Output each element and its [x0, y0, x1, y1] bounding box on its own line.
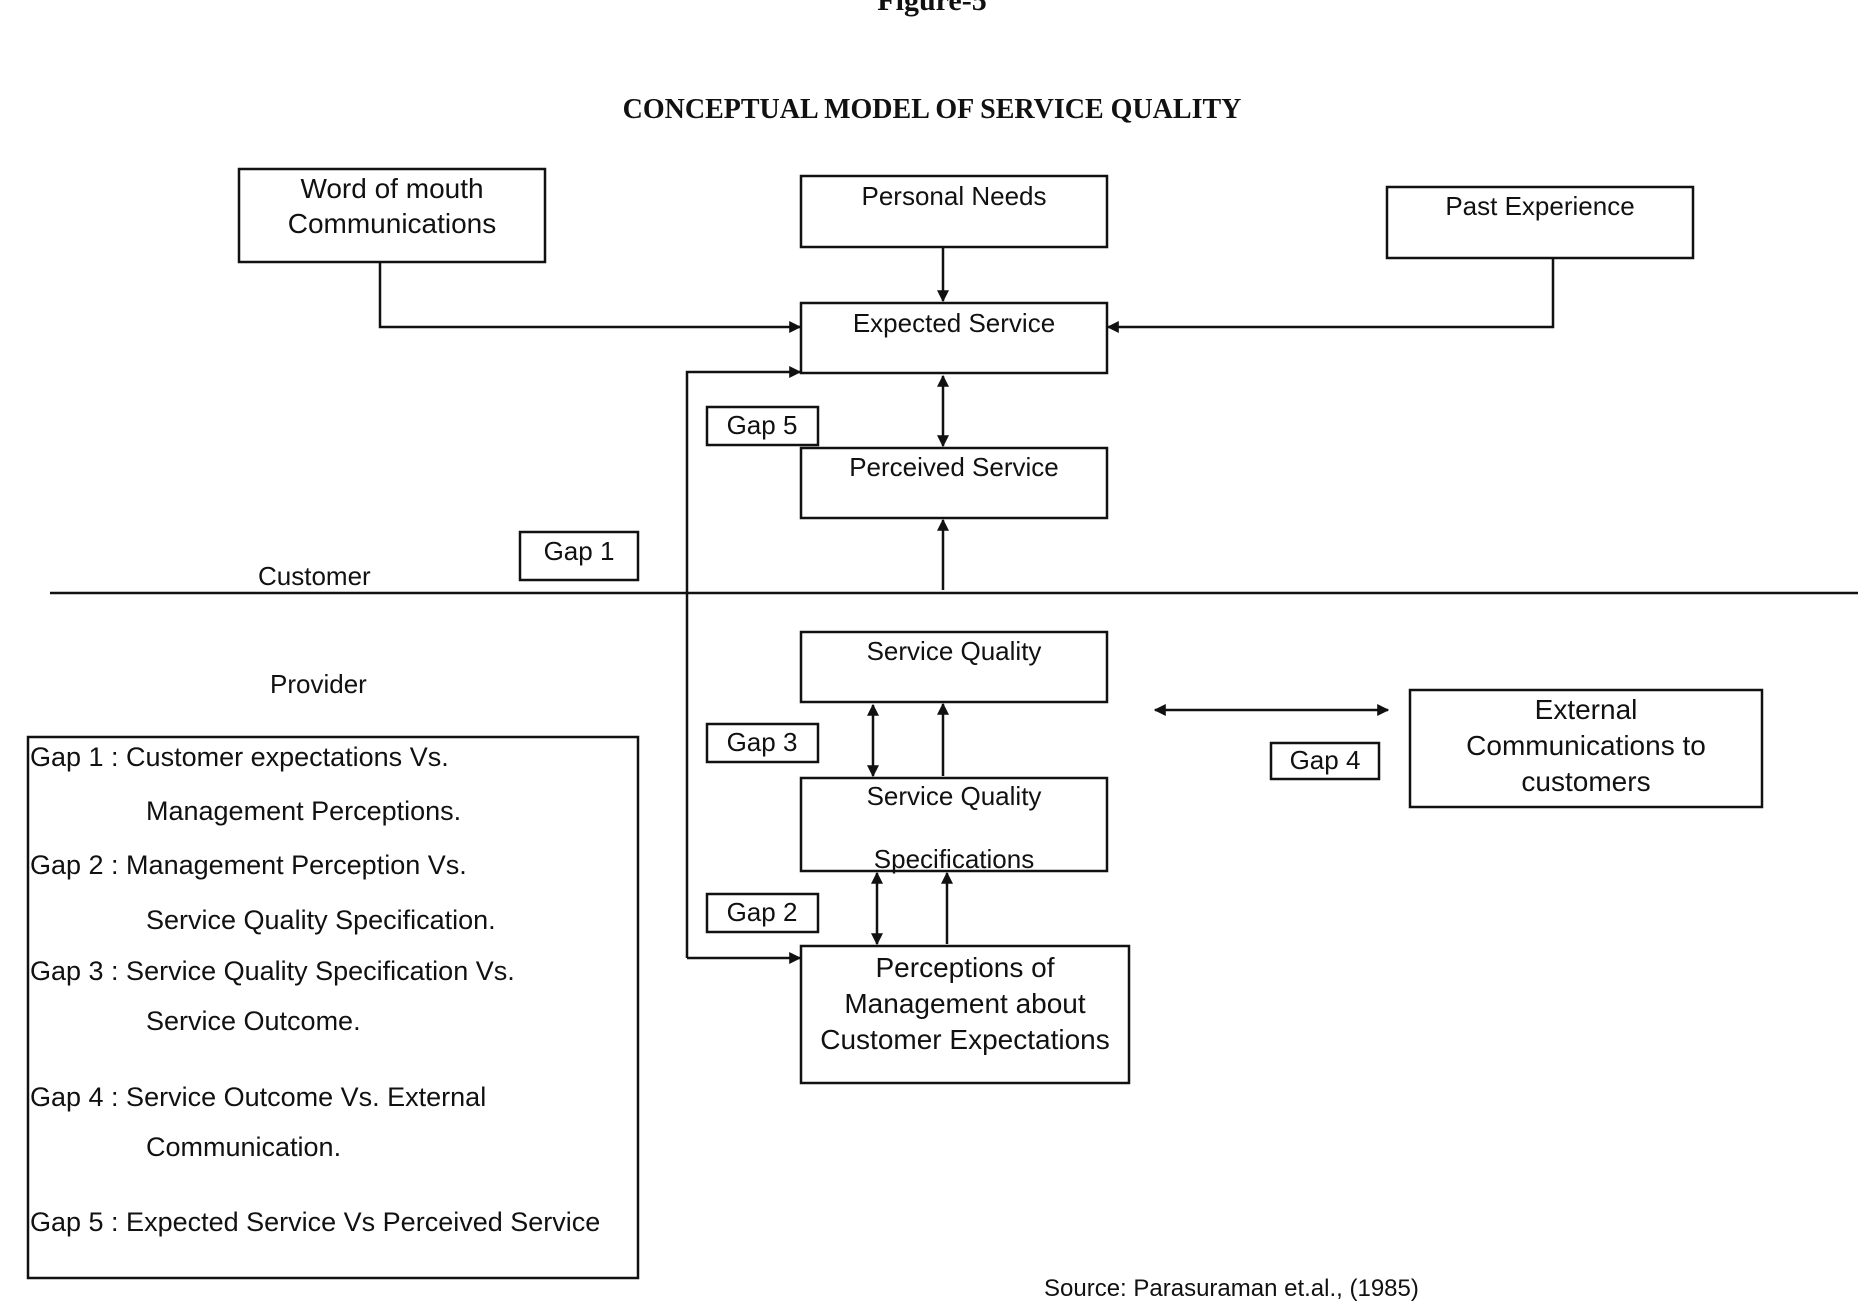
node-external-communications-line-1: External	[1535, 694, 1638, 725]
legend-line: Gap 3 : Service Quality Specification Vs…	[30, 956, 515, 986]
legend-line: Service Outcome.	[146, 1006, 361, 1036]
node-word-of-mouth-line-1: Word of mouth	[300, 173, 483, 204]
node-management-perceptions: Perceptions of Management about Customer…	[799, 944, 1131, 1085]
node-external-communications: External Communications to customers	[1408, 688, 1764, 809]
node-word-of-mouth: Word of mouth Communications	[237, 167, 547, 264]
node-word-of-mouth-line-2: Communications	[288, 208, 497, 239]
node-service-quality: Service Quality	[799, 630, 1109, 704]
node-service-quality-specifications: Service Quality Specifications	[799, 776, 1109, 874]
legend-line: Gap 1 : Customer expectations Vs.	[30, 742, 449, 772]
diagram-title: CONCEPTUAL MODEL OF SERVICE QUALITY	[623, 94, 1242, 125]
gap-1-label: Gap 1	[518, 530, 640, 582]
legend-line: Gap 2 : Management Perception Vs.	[30, 850, 467, 880]
legend-line: Gap 4 : Service Outcome Vs. External	[30, 1082, 486, 1112]
figure-label: Figure-5	[877, 0, 986, 17]
node-service-quality-specifications-line-1: Service Quality	[867, 781, 1042, 811]
source-citation: Source: Parasuraman et.al., (1985)	[1044, 1275, 1419, 1302]
legend-line: Gap 5 : Expected Service Vs Perceived Se…	[30, 1207, 600, 1237]
gap-5-label: Gap 5	[705, 405, 820, 447]
svg-text:Gap 3: Gap 3	[727, 727, 798, 757]
legend-line: Management Perceptions.	[146, 796, 461, 826]
node-perceived-service-label: Perceived Service	[849, 452, 1059, 482]
node-past-experience-label: Past Experience	[1445, 191, 1634, 221]
legend-line: Communication.	[146, 1132, 341, 1162]
node-external-communications-line-3: customers	[1521, 766, 1650, 797]
node-expected-service: Expected Service	[799, 301, 1109, 375]
svg-text:Gap 2: Gap 2	[727, 897, 798, 927]
gap-3-label: Gap 3	[705, 722, 820, 764]
node-expected-service-label: Expected Service	[853, 308, 1055, 338]
node-past-experience: Past Experience	[1385, 185, 1695, 260]
arrow-loop-to-expected	[685, 366, 802, 958]
node-external-communications-line-2: Communications to	[1466, 730, 1706, 761]
node-service-quality-specifications-line-2: Specifications	[874, 844, 1034, 874]
node-service-quality-label: Service Quality	[867, 636, 1042, 666]
gap-4-label: Gap 4	[1269, 741, 1381, 781]
svg-text:Gap 1: Gap 1	[544, 536, 615, 566]
legend-line: Service Quality Specification.	[146, 905, 496, 935]
node-management-perceptions-line-3: Customer Expectations	[820, 1024, 1109, 1055]
arrow-past-experience-to-expected	[1106, 258, 1555, 333]
node-perceived-service: Perceived Service	[799, 446, 1109, 520]
node-personal-needs: Personal Needs	[799, 174, 1109, 249]
node-personal-needs-label: Personal Needs	[862, 181, 1047, 211]
zone-customer-label: Customer	[258, 561, 371, 591]
svg-text:Gap 4: Gap 4	[1290, 745, 1361, 775]
zone-provider-label: Provider	[270, 669, 367, 699]
node-management-perceptions-line-2: Management about	[844, 988, 1086, 1019]
arrow-word-of-mouth-to-expected	[378, 262, 802, 333]
svg-text:Gap 5: Gap 5	[727, 410, 798, 440]
node-management-perceptions-line-1: Perceptions of	[876, 952, 1055, 983]
gap-2-label: Gap 2	[705, 892, 820, 934]
gap-legend: Gap 1 : Customer expectations Vs. Manage…	[26, 735, 640, 1280]
